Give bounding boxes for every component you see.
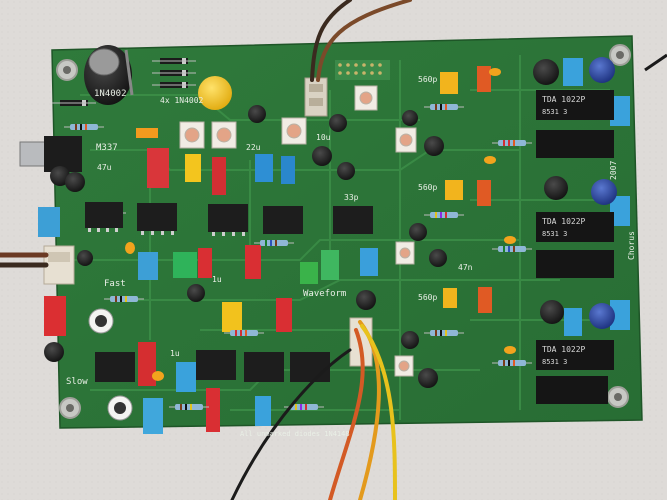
blue-trimmers [88,308,133,421]
label-fast: Fast [104,279,126,289]
tda-lot-label-2: 8531 3 [542,230,567,238]
tda-ic-column: TDA 1022P 8531 3 TDA 1022P 8531 3 TDA 10… [536,90,614,404]
label-side-credit: Chorus [627,231,636,260]
mounting-holes [56,44,631,419]
dip-ics-small [85,202,373,382]
label-560p-c: 560p [418,293,437,302]
label-47n: 47n [458,263,473,272]
label-1u-b: 1u [170,349,180,358]
tda-chip-label: TDA 1022P [542,95,586,104]
small-electrolytics [44,57,617,388]
yellow-ceramic-capacitor [198,76,232,110]
voltage-regulator [19,136,82,172]
trimmer-potentiometers [179,85,417,377]
large-electrolytic-capacitor [84,45,134,105]
label-22u: 22u [246,143,261,152]
label-waveform: Waveform [303,289,346,299]
cable-top [310,0,412,82]
colored-wires [230,320,397,500]
label-33p: 33p [344,193,359,202]
perf-area [335,60,390,80]
tda-chip-label-3: TDA 1022P [542,345,586,354]
tda-lot-label: 8531 3 [542,108,567,116]
left-cable [0,252,49,268]
label-bottom-credit: All unmarked diodes 1N4148 [240,430,350,438]
label-slow: Slow [66,377,88,387]
silkscreen-labels: 1N4002 4x 1N4002 M337 47u Fast Slow Wave… [66,75,636,438]
label-1u-a: 1u [212,275,222,284]
label-1n4002: 1N4002 [94,89,127,99]
probe-wire [644,53,667,72]
orange-capacitor [136,128,158,138]
left-connector [43,245,75,285]
label-year: 2007 [609,161,618,180]
label-560p-a: 560p [418,75,437,84]
tda-chip-label-2: TDA 1022P [542,217,586,226]
label-m337: M337 [96,143,118,153]
label-560p-b: 560p [418,183,437,192]
tda-lot-label-3: 8531 3 [542,358,567,366]
film-capacitors [38,58,630,434]
label-4x-1n4002: 4x 1N4002 [160,96,204,105]
label-10u: 10u [316,133,331,142]
label-47u: 47u [97,163,112,172]
header-connector-top [304,77,328,117]
ceramic-capacitors [125,68,516,381]
diode-row [52,58,196,106]
